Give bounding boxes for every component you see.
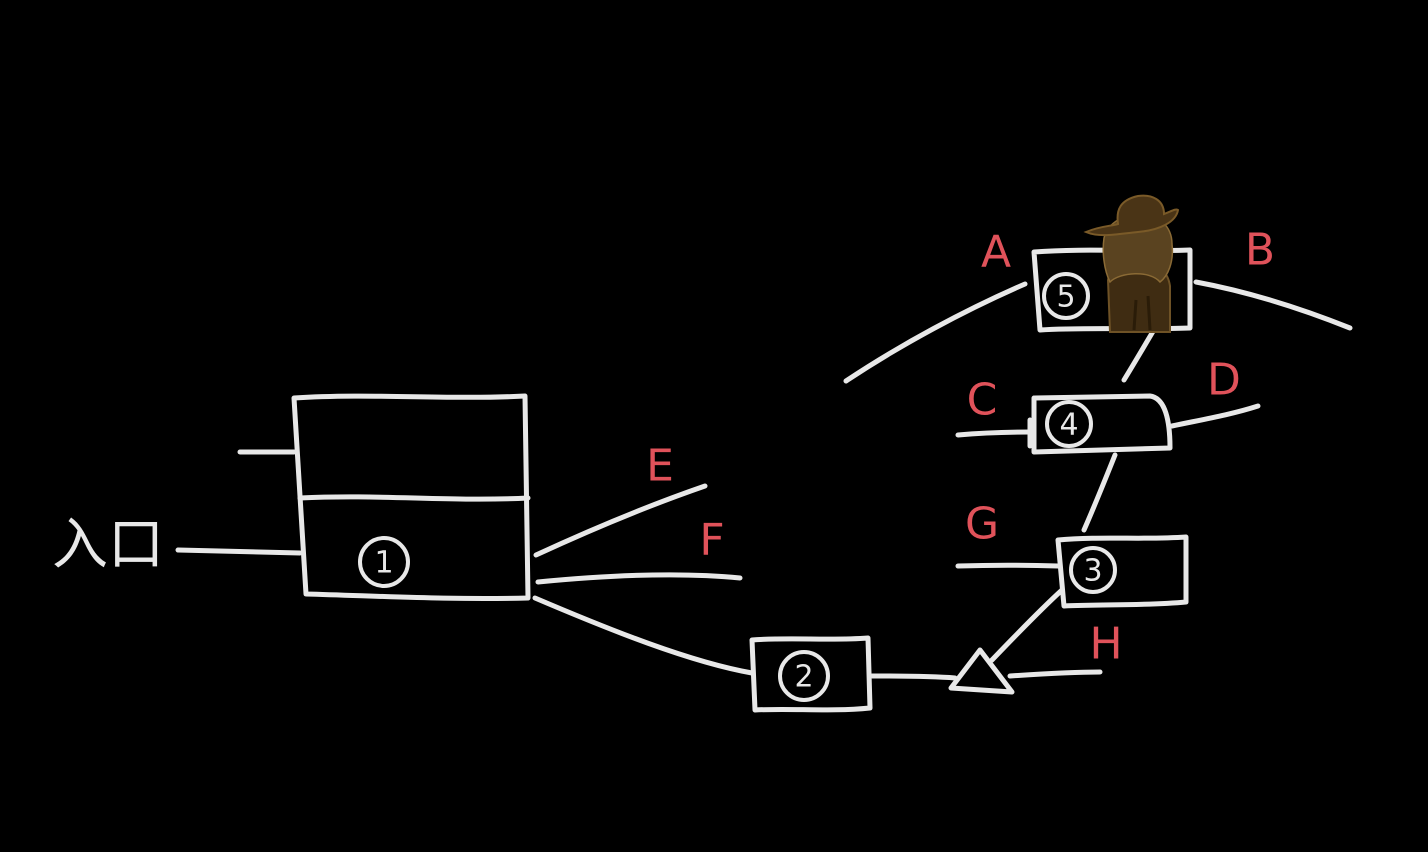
room-2-number: 2 (794, 660, 813, 695)
exit-B-label: B (1245, 225, 1275, 276)
exit-G-label: G (965, 499, 999, 550)
room-3-number: 3 (1083, 554, 1102, 589)
triangle-icon (948, 647, 1015, 695)
path-to-B (1193, 279, 1353, 331)
path-1-to-2 (532, 595, 755, 676)
exit-C-label: C (967, 375, 998, 426)
exit-H-label: H (1089, 619, 1122, 670)
entrance-path (175, 547, 303, 556)
room-4-number: 4 (1059, 408, 1078, 443)
path-3-to-4 (1081, 452, 1118, 533)
room-2: 2 (749, 635, 873, 713)
path-to-E (533, 483, 708, 558)
room-1-number: 1 (374, 546, 393, 581)
exit-D-label: D (1207, 355, 1241, 406)
path-to-A (843, 281, 1028, 384)
room-3: 3 (1055, 534, 1189, 609)
path-to-F (535, 572, 743, 585)
entrance-label: 入口 (52, 513, 164, 578)
exit-E-label: E (646, 441, 674, 492)
path-to-H (1007, 669, 1103, 679)
path-junction-to-3 (989, 587, 1065, 663)
room-5-number: 5 (1056, 280, 1075, 315)
cowboy-figure-icon (1083, 194, 1180, 333)
path-to-C (955, 429, 1033, 438)
path-2-to-junction (869, 673, 958, 681)
room-4: 4 (1027, 393, 1173, 455)
exit-A-label: A (981, 227, 1011, 278)
room-5: 5 (1031, 247, 1193, 333)
path-4-to-5 (1121, 325, 1158, 383)
exit-F-label: F (699, 515, 724, 566)
path-to-D (1169, 403, 1261, 429)
room-1: 1 (237, 393, 531, 602)
path-to-G (955, 562, 1061, 569)
